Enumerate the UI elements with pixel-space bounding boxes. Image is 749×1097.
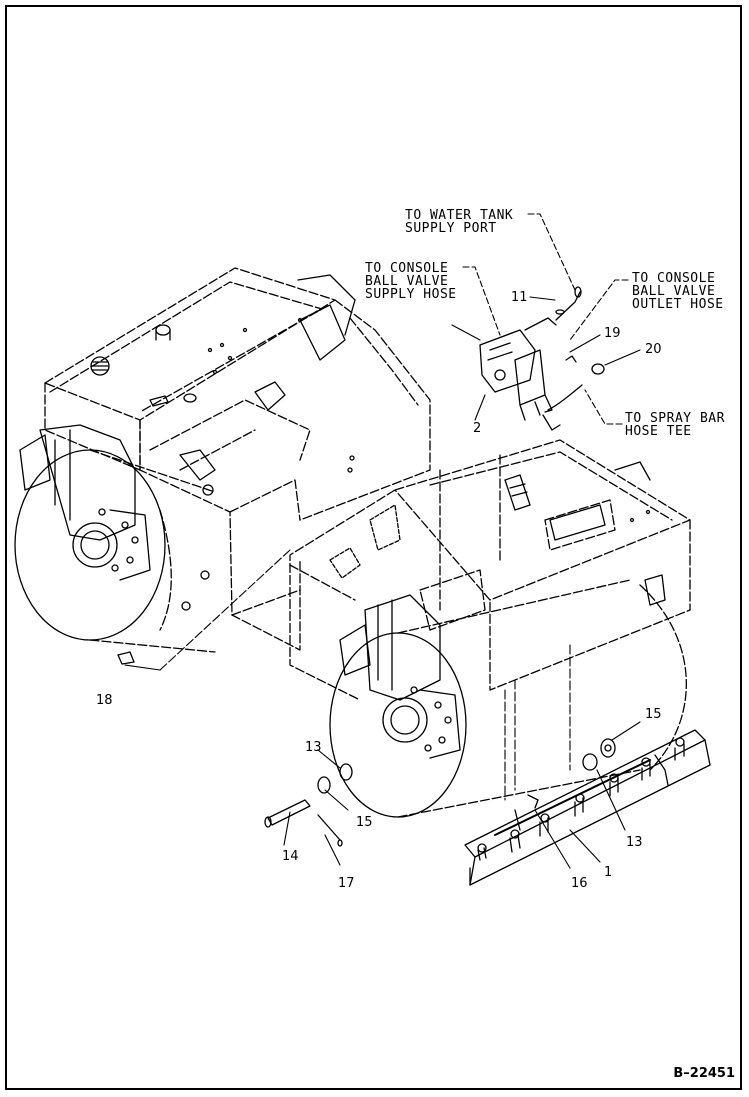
front-roller-frame [289,439,691,701]
drawing-number: B–22451 [673,1066,735,1081]
rear-roller-frame [44,267,431,651]
part-number-13-left: 13 [305,740,322,755]
callout-console-ball-valve-outlet-hose: TO CONSOLE BALL VALVE OUTLET HOSE [632,271,724,312]
front-frame-details [329,455,666,606]
leader-lines [124,213,641,869]
part-number-19: 19 [604,326,621,341]
part-number-14: 14 [282,849,299,864]
part-number-15-right: 15 [645,707,662,722]
drawing-frame [5,5,742,1090]
part-number-18: 18 [96,693,113,708]
spray-bar [464,729,711,886]
part-number-20: 20 [645,342,662,357]
part-number-15-left: 15 [356,815,373,830]
valve-assembly [479,286,605,431]
callout-spray-bar-hose-tee: TO SPRAY BAR HOSE TEE [625,411,725,439]
part-number-16: 16 [571,876,588,891]
callout-water-tank-supply-port: TO WATER TANK SUPPLY PORT [405,208,514,236]
part-number-17: 17 [338,876,355,891]
spray-nozzles [477,737,685,861]
pin-hardware [117,651,616,847]
front-drum [329,579,687,818]
rear-drive-motor [19,424,151,581]
part-number-11: 11 [511,290,528,305]
front-drive-motor [339,594,461,759]
part-number-1: 1 [604,865,613,880]
part-number-2: 2 [473,421,482,436]
rear-deck-details [90,274,356,611]
callout-console-ball-valve-supply-hose: TO CONSOLE BALL VALVE SUPPLY HOSE [365,261,457,302]
part-number-13-right: 13 [626,835,643,850]
rear-drum [14,449,216,653]
